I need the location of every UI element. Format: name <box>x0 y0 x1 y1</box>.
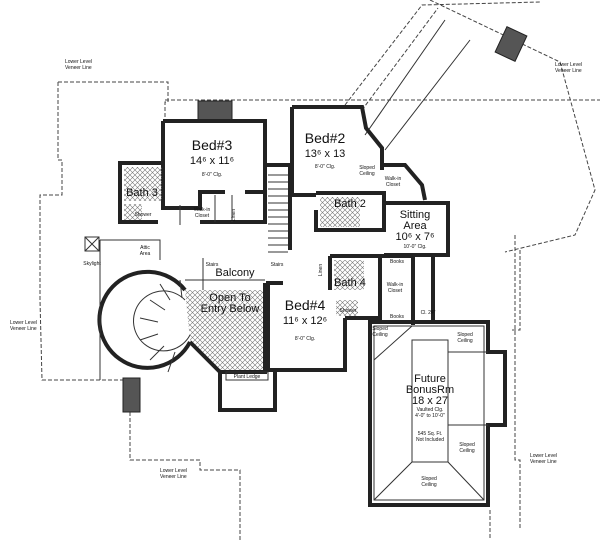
curved-stair-treads <box>139 279 183 373</box>
bed4-ceiling: 8'-0" Clg. <box>295 336 315 342</box>
svg-text:Sloped: Sloped <box>359 165 375 171</box>
bath4-walls <box>328 254 382 320</box>
svg-text:Lower Level: Lower Level <box>530 453 557 459</box>
closet-24: Cl. 24" <box>421 310 436 316</box>
bed2-size: 13⁶ x 13 <box>305 148 346 160</box>
sitting-label-2: Area <box>403 220 427 232</box>
walkin-c-2: Closet <box>388 288 403 294</box>
bed3-ceiling: 8'-0" Clg. <box>202 172 222 178</box>
bath4-label: Bath 4 <box>334 277 366 289</box>
svg-text:Ceiling: Ceiling <box>359 171 375 177</box>
open-to-entry-below <box>185 290 265 370</box>
bonus-area-1: 545 Sq. Ft. <box>418 431 442 437</box>
slanted-wing-outline <box>344 0 596 331</box>
curved-stair-outer <box>97 269 192 370</box>
bonus-label-2: BonusRm <box>406 384 454 396</box>
bonus-roof-lines <box>373 325 488 501</box>
linen-a: Linen <box>231 209 237 221</box>
chimney-right <box>494 25 528 63</box>
veneer-line-labels: Lower Level Veneer Line Lower Level Vene… <box>10 59 582 480</box>
shower-b: Shower <box>340 308 357 314</box>
balcony-rail <box>185 258 265 290</box>
bed2-label: Bed#2 <box>305 130 346 146</box>
svg-text:Veneer Line: Veneer Line <box>160 474 187 480</box>
bed4-size: 11⁶ x 12⁶ <box>283 315 327 327</box>
walkin-closet-walls <box>382 163 427 201</box>
svg-text:Sloped: Sloped <box>459 442 475 448</box>
svg-text:Ceiling: Ceiling <box>421 482 437 488</box>
plant-ledge-label: Plant Ledge <box>234 374 261 380</box>
lower-level-veneer-left <box>39 81 241 540</box>
bonus-room-walls <box>368 320 507 507</box>
chimney-top <box>197 100 233 122</box>
sitting-size: 10⁶ x 7⁶ <box>395 231 434 243</box>
bed2-walls <box>290 105 384 197</box>
bed4-label: Bed#4 <box>285 297 326 313</box>
svg-text:Ceiling: Ceiling <box>457 338 473 344</box>
bath2-walls <box>314 191 386 232</box>
skylight-label: Skylight <box>83 261 101 267</box>
bed3-walls <box>161 119 267 210</box>
straight-stair <box>268 174 288 253</box>
svg-text:Veneer Line: Veneer Line <box>65 65 92 71</box>
books-closet-walls <box>380 254 435 325</box>
wing-lines <box>364 19 471 151</box>
bath3-label: Bath 3 <box>126 187 158 199</box>
books-b: Books <box>390 314 404 320</box>
bed2-ceiling: 8'-0" Clg. <box>315 164 335 170</box>
svg-text:Sloped: Sloped <box>457 332 473 338</box>
sitting-ceiling: 10'-0" Clg. <box>403 244 426 250</box>
linen-b: Linen <box>318 264 324 276</box>
bonus-label-1: Future <box>414 373 446 385</box>
closet-dividers <box>179 195 233 225</box>
bed3-size: 14⁶ x 11⁶ <box>190 155 234 167</box>
sitting-area-walls <box>384 201 450 257</box>
svg-text:Lower Level: Lower Level <box>555 62 582 68</box>
closet-walls <box>200 193 267 224</box>
walkin-b-1: Walk-in <box>385 176 402 182</box>
shower-a: Shower <box>135 212 152 218</box>
books-a: Books <box>390 259 404 265</box>
walkin-c-1: Walk-in <box>387 282 404 288</box>
svg-text:Veneer Line: Veneer Line <box>530 459 557 465</box>
chimney-bottom <box>122 377 141 413</box>
attic-label-2: Area <box>140 251 151 257</box>
svg-text:Sloped: Sloped <box>372 326 388 332</box>
open-to-label-1: Open To <box>209 292 250 304</box>
attic-line <box>99 239 161 380</box>
lower-level-veneer-right <box>489 235 521 540</box>
skylight-icon <box>84 236 100 252</box>
attic-label-1: Attic <box>140 245 150 251</box>
bath3-walls <box>118 161 163 224</box>
svg-text:Ceiling: Ceiling <box>459 448 475 454</box>
balcony-label: Balcony <box>215 267 255 279</box>
bonus-ceiling-1: Vaulted Clg. <box>417 407 444 413</box>
bed3-label: Bed#3 <box>192 137 233 153</box>
stairs-label-b: Stairs <box>271 262 284 268</box>
svg-text:Ceiling: Ceiling <box>372 332 388 338</box>
stairs-label-a: Stairs <box>206 262 219 268</box>
svg-text:Veneer Line: Veneer Line <box>555 68 582 74</box>
stair-walls <box>265 163 292 250</box>
svg-text:Lower Level: Lower Level <box>65 59 92 65</box>
bath2-label: Bath 2 <box>334 198 366 210</box>
bonus-ceiling-2: 4'-0" to 10'-0" <box>415 413 445 419</box>
svg-text:Lower Level: Lower Level <box>160 468 187 474</box>
walkin-a-1: Walk-in <box>194 207 211 213</box>
svg-text:Lower Level: Lower Level <box>10 320 37 326</box>
bed4-walls <box>266 281 347 372</box>
svg-text:Veneer Line: Veneer Line <box>10 326 37 332</box>
open-to-label-2: Entry Below <box>201 303 260 315</box>
sitting-label-1: Sitting <box>400 209 431 221</box>
walkin-b-2: Closet <box>386 182 401 188</box>
sloped-ceiling-labels: Sloped Ceiling Sloped Ceiling Sloped Cei… <box>359 165 475 488</box>
walkin-a-2: Closet <box>195 213 210 219</box>
plant-ledge-walls <box>218 372 277 412</box>
svg-text:Sloped: Sloped <box>421 476 437 482</box>
curved-stair-inner <box>133 290 191 352</box>
bonus-area-2: Not Included <box>416 437 444 443</box>
bonus-size: 18 x 27 <box>412 395 448 407</box>
